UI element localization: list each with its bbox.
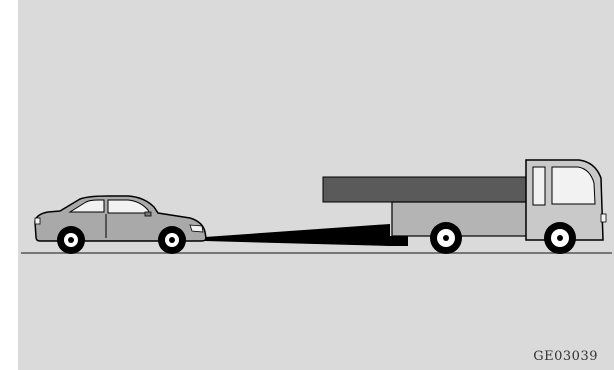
figure-panel: GE03039	[18, 0, 614, 370]
truck-rear-wheel	[430, 222, 462, 254]
towed-car	[35, 196, 206, 254]
figure-code: GE03039	[533, 349, 598, 364]
truck-hitch	[392, 236, 408, 246]
car-taillight	[35, 218, 40, 224]
truck-front-light	[601, 214, 606, 222]
truck-side-window	[533, 167, 545, 205]
car-mirror	[145, 212, 151, 216]
car-rear-wheel	[57, 226, 85, 254]
car-headlight	[190, 225, 203, 232]
car-front-wheel	[158, 226, 186, 254]
truck-front-window	[552, 167, 595, 204]
truck-front-wheel	[544, 222, 576, 254]
tow-strap	[205, 224, 406, 246]
truck-cargo-box	[323, 177, 529, 202]
towing-illustration	[18, 0, 614, 370]
